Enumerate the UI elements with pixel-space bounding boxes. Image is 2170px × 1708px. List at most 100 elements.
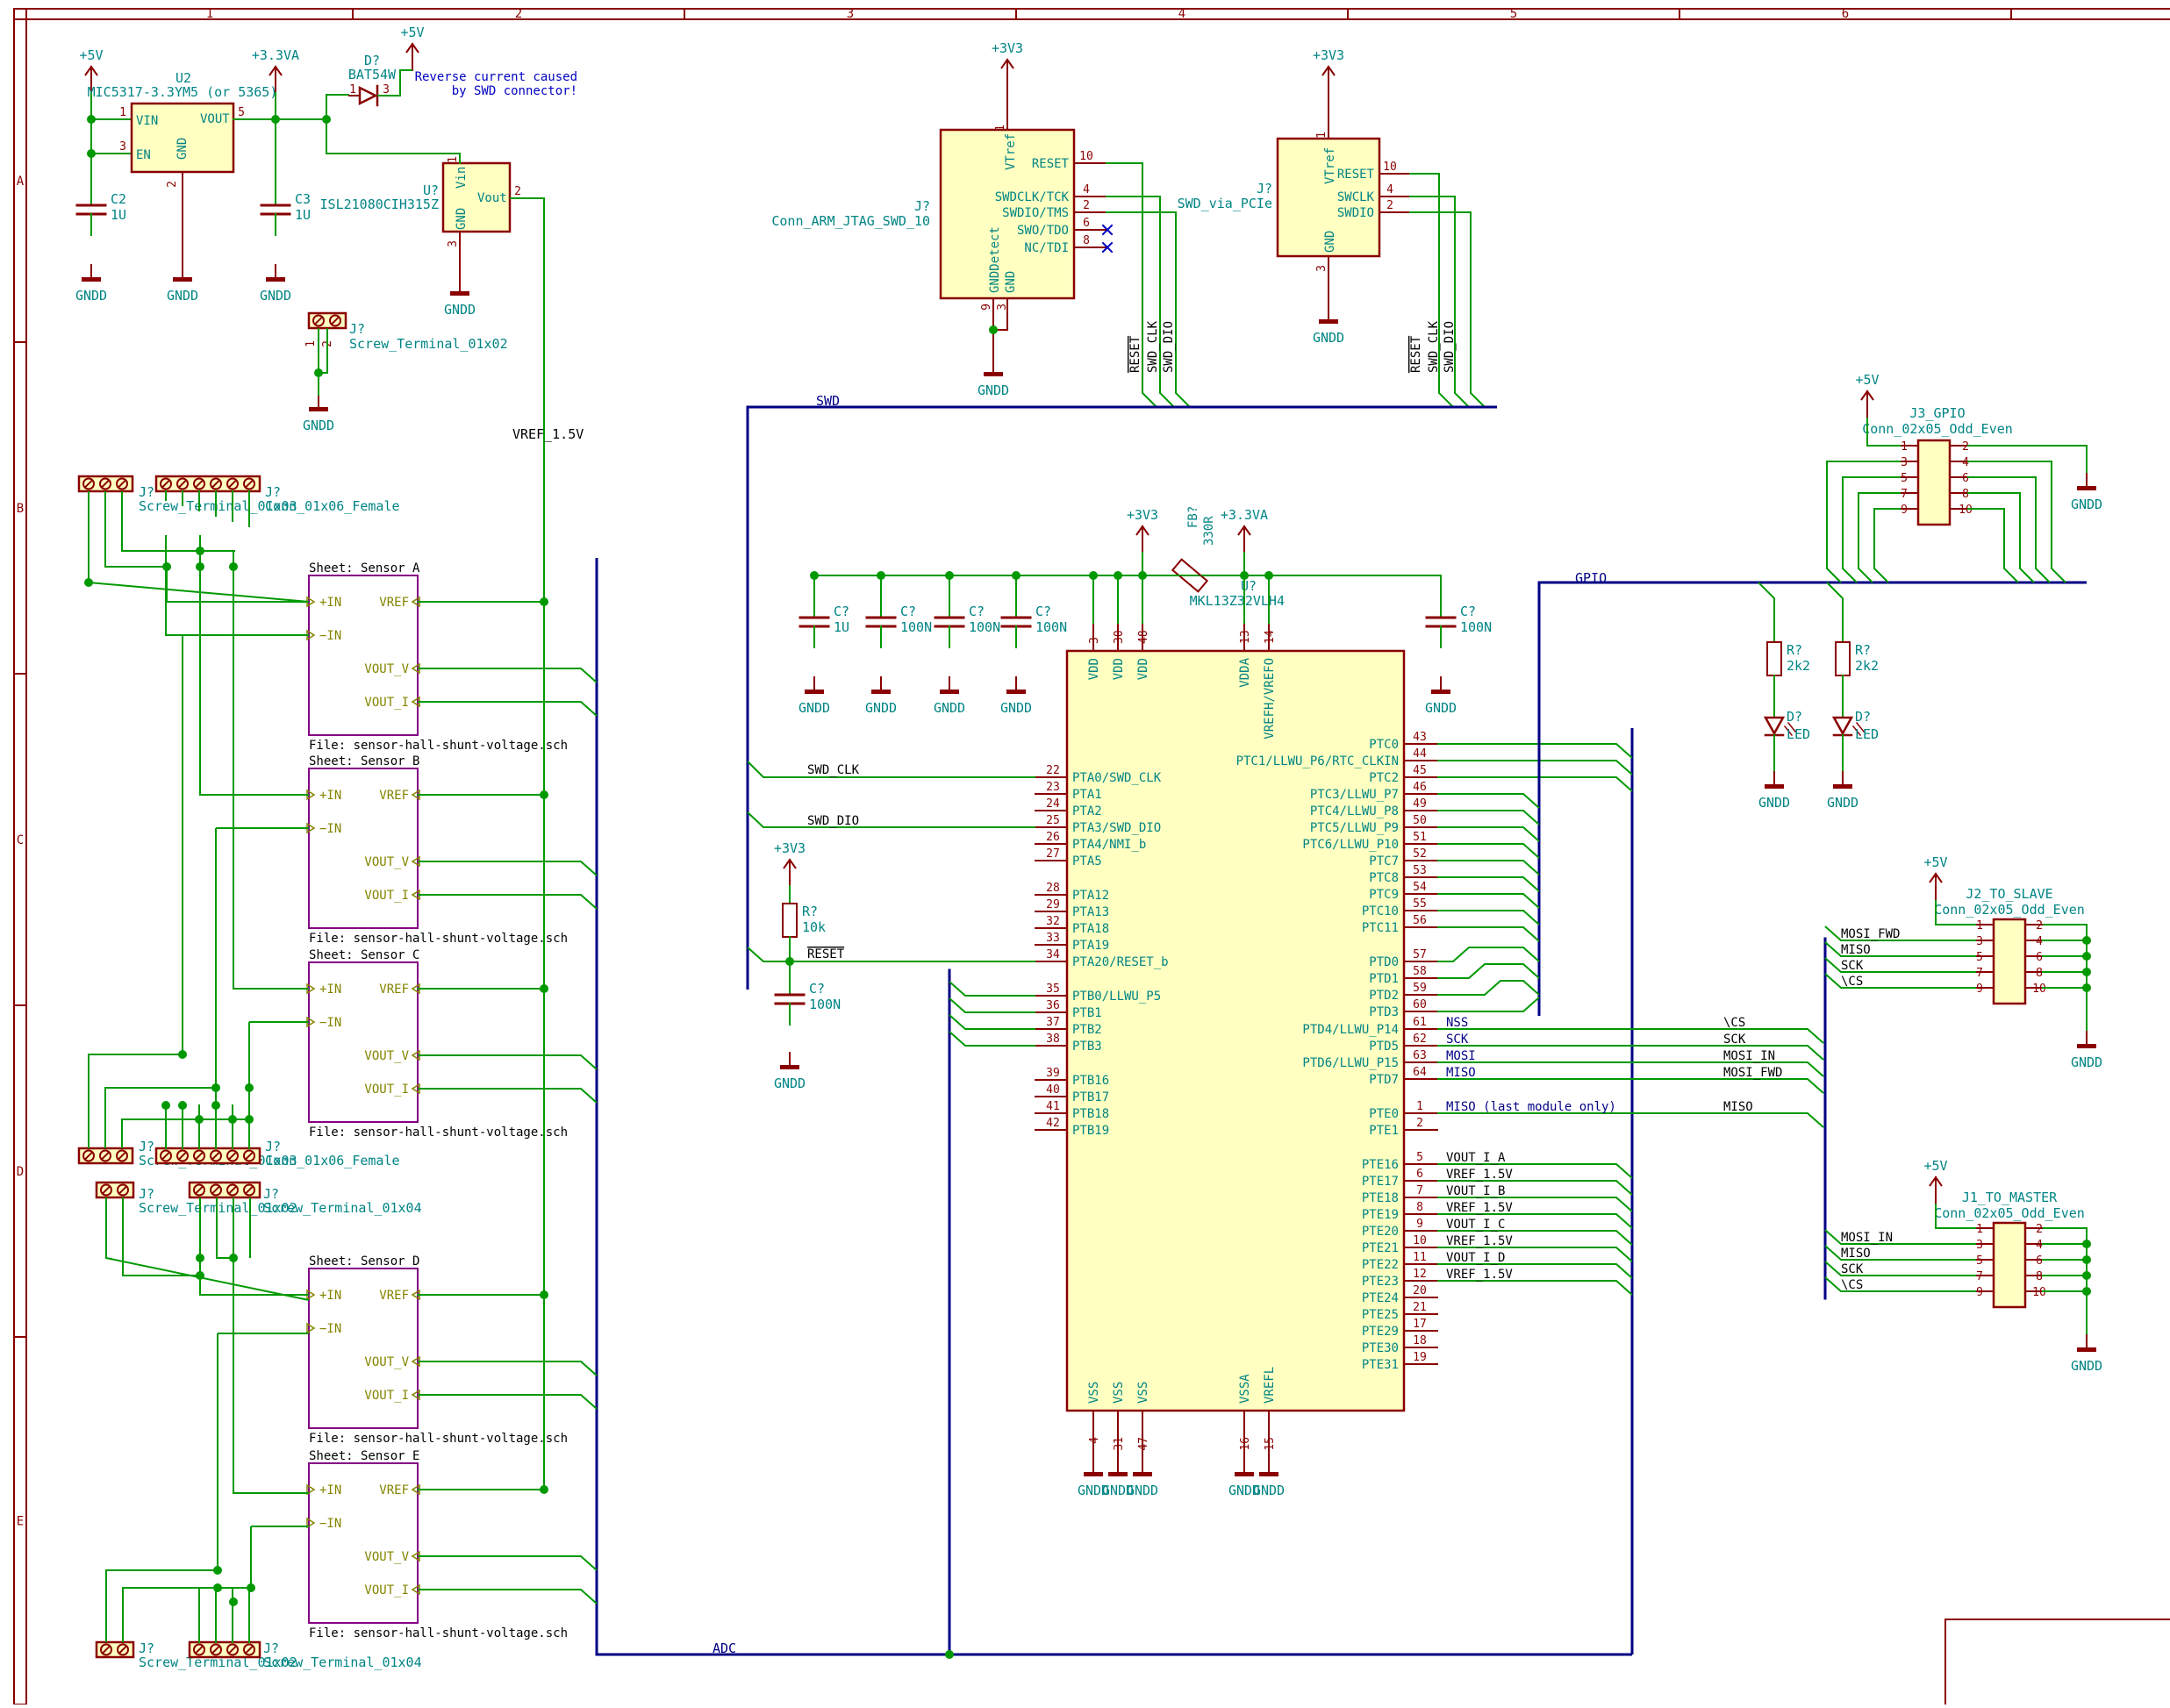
sheet-pin-marker — [306, 1322, 316, 1334]
screw-terminal-screw — [193, 1183, 205, 1197]
mcu-right-pin-num: 55 — [1413, 897, 1427, 911]
gnd-j2: GNDD — [2071, 1054, 2102, 1070]
led-resistor-body — [1766, 641, 1782, 676]
diode-out-wire — [377, 77, 401, 96]
junction-sensor — [196, 1271, 204, 1280]
gnd-u2: GNDD — [167, 288, 198, 304]
screw-terminal-screw-slot — [211, 1645, 221, 1654]
sensor-sheet-box — [308, 575, 419, 736]
swd-bus-label: SWD — [816, 393, 840, 409]
screw-terminal-screw — [193, 1643, 205, 1656]
vref-ic-num: 3 — [447, 240, 460, 247]
screw-terminal-screw-slot — [227, 479, 238, 489]
screw-j-power-ref: J? — [349, 321, 365, 337]
j1-value: Conn_02x05_Odd_Even — [1934, 1205, 2085, 1221]
junction-sensor — [161, 1101, 170, 1110]
swd-conn1-num: 8 — [1083, 234, 1090, 247]
power-5v-j1: +5V — [1923, 1158, 1947, 1174]
gnd-mcu-bottom: GNDD — [1127, 1483, 1158, 1498]
swd-conn1-num: 10 — [1079, 150, 1093, 163]
ic-u2-pin-gnd: GND — [175, 138, 190, 160]
gpio-bus-entry — [1437, 843, 1540, 859]
sheet-pin-label: VOUT_I — [364, 1083, 409, 1097]
adc-bus-junction — [945, 1650, 954, 1659]
mcu-value: MKL13Z32VLH4 — [1190, 593, 1285, 609]
mcu-left-pin-name: PTB0/LLWU_P5 — [1072, 990, 1161, 1004]
mcu-right-pin-num: 5 — [1416, 1151, 1423, 1164]
mcu-right-pin-name: PTE25 — [1362, 1308, 1399, 1322]
diode-ref: D? — [364, 53, 380, 68]
swd-conn2-num: 2 — [1386, 199, 1393, 212]
sheet-vouti-wire — [418, 1394, 598, 1410]
junction-sensor — [229, 562, 238, 571]
sensor-sheet-box — [308, 1462, 419, 1624]
sensor-sheet-file: File: sensor-hall-shunt-voltage.sch — [309, 932, 568, 946]
gpio-odd-wire — [1842, 476, 1901, 583]
res-reset-value: 10k — [802, 919, 826, 935]
mcu-right-pin-name: PTE18 — [1362, 1191, 1399, 1205]
j2-ref: J2_TO_SLAVE — [1966, 886, 2052, 902]
gpio-conn-ref: J3_GPIO — [1909, 405, 1965, 421]
screw-terminal-screw-slot — [194, 1645, 204, 1654]
mcu-left-pin-num: 34 — [1046, 948, 1060, 961]
frame-col-label: 5 — [1510, 7, 1517, 21]
led-resistor-ref: R? — [1855, 642, 1871, 658]
gpio-bus-entry — [1437, 793, 1540, 809]
screw-terminal-value: Conn_01x06_Female — [265, 1153, 400, 1168]
sheet-pin-label: −IN — [319, 1322, 341, 1336]
mcu-right-pin-num: 2 — [1416, 1117, 1423, 1130]
sensor-wire — [122, 1197, 200, 1276]
mcu-net-swd-clk: SWD_CLK — [807, 763, 860, 777]
sensor-sheet-title: Sheet: Sensor E — [309, 1449, 419, 1463]
j1-gnd-junction — [2082, 1255, 2091, 1264]
mcu-right-pin-num: 61 — [1413, 1016, 1427, 1029]
power-3v3-reset: +3V3 — [774, 840, 806, 856]
mcu-reset-wire — [747, 947, 1035, 962]
sheet-pin-label: +IN — [319, 596, 341, 610]
power-5v-1-arrow — [84, 65, 98, 76]
junction-sensor — [195, 1115, 204, 1124]
adc-bus-label: ADC — [713, 1640, 736, 1656]
gpio-ptd-entry — [1437, 947, 1540, 962]
screw-terminal-screw — [226, 1643, 239, 1656]
sensor-sheet-title: Sheet: Sensor A — [309, 561, 420, 575]
junction-sensor — [196, 1254, 204, 1262]
ferrite-bead-value: 330R — [1202, 516, 1216, 546]
gnd-cap-mcu: GNDD — [1000, 700, 1032, 716]
mcu-right-pin-num: 8 — [1416, 1201, 1423, 1214]
screw-terminal-body — [154, 1147, 261, 1165]
screw-terminal-value: Screw_Terminal_01x02 — [139, 1200, 297, 1216]
swd-conn2-ref: J? — [1257, 181, 1272, 197]
ic-u2-num: 5 — [238, 106, 245, 119]
mcu-left-pin-name: PTA19 — [1072, 939, 1109, 953]
gnd-j1: GNDD — [2071, 1358, 2102, 1374]
frame-row-label: D — [17, 1165, 24, 1179]
mcu-left-pin-num: 27 — [1046, 847, 1060, 861]
mcu-top-pin-name: VDD — [1136, 658, 1150, 680]
sheet-pin-label: +IN — [319, 1289, 341, 1303]
vref-ic-num: 1 — [447, 156, 460, 163]
mcu-right-pin-name: PTC2 — [1369, 771, 1399, 785]
vref-in-wire — [326, 119, 460, 154]
sheet-voutv-wire — [418, 668, 598, 683]
adc-net-wire — [1437, 1163, 1633, 1179]
mcu-left-pin-num: 32 — [1046, 915, 1060, 928]
mcu-top-pin-name: VDD — [1087, 658, 1101, 680]
screw-j-power-screw-slot — [313, 316, 324, 325]
mcu-left-pin-name: PTB3 — [1072, 1040, 1102, 1054]
gpio-gnd-wire — [1967, 445, 2088, 474]
sheet-pin-label: +IN — [319, 983, 341, 997]
junction-sensor — [178, 1050, 187, 1059]
sheet-pin-label: VOUT_V — [364, 855, 409, 869]
mcu-ref: U? — [1241, 578, 1257, 594]
screw-terminal-screw-slot — [83, 479, 94, 489]
power-3v3a-1-arrow — [269, 65, 283, 76]
j2-net-label: \CS — [1841, 975, 1863, 989]
junction-vref — [540, 1485, 548, 1494]
screw-terminal-screw-slot — [161, 479, 171, 489]
swd2-dio — [1409, 211, 1486, 408]
j2-net-wire — [1824, 925, 1976, 941]
gpio-pin-num: 8 — [1962, 488, 1969, 501]
spi-net-label: MISO (last module only) — [1446, 1100, 1616, 1114]
